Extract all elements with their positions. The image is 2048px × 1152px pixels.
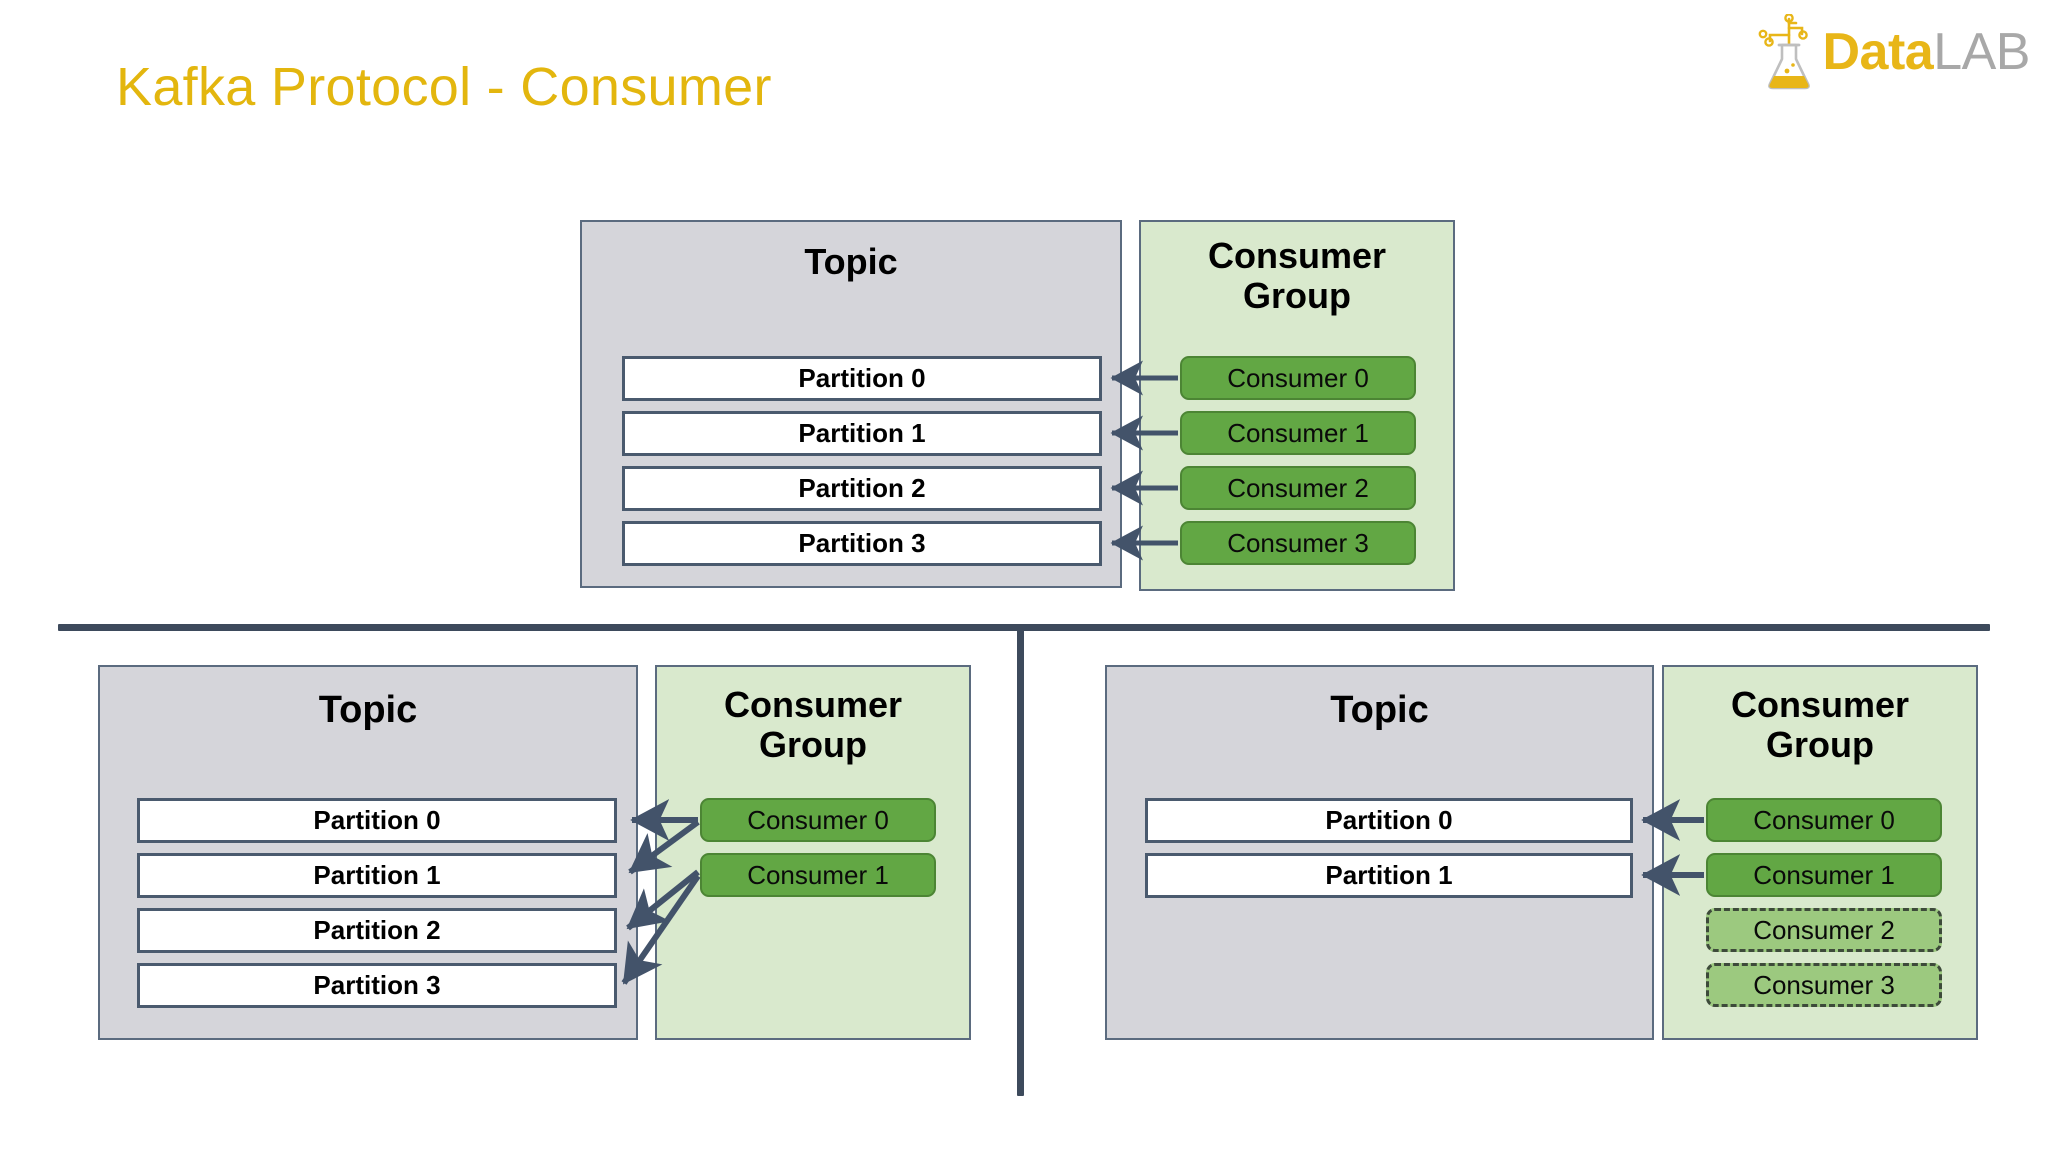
horizontal-divider <box>58 624 1990 631</box>
vertical-divider <box>1017 628 1024 1096</box>
consumer-1[interactable]: Consumer 1 <box>1180 411 1416 455</box>
consumer-group-title: Consumer Group <box>1664 684 1976 766</box>
consumer-0[interactable]: Consumer 0 <box>700 798 936 842</box>
logo-wordmark: DataLAB <box>1822 26 2030 78</box>
logo-lab-text: LAB <box>1933 23 2030 81</box>
topic-title: Topic <box>804 241 898 282</box>
consumer-group-title-line2: Group <box>1243 275 1351 317</box>
consumer-group-title-line1: Consumer <box>1730 684 1910 725</box>
consumer-group-title-line1: Consumer <box>1207 235 1387 276</box>
partition-1[interactable]: Partition 1 <box>1145 853 1633 898</box>
partition-0[interactable]: Partition 0 <box>622 356 1102 401</box>
topic-title: Topic <box>318 689 418 731</box>
consumer-group-title-line2: Group <box>759 724 867 766</box>
partition-2[interactable]: Partition 2 <box>622 466 1102 511</box>
consumer-0[interactable]: Consumer 0 <box>1180 356 1416 400</box>
partition-1[interactable]: Partition 1 <box>137 853 617 898</box>
consumer-0[interactable]: Consumer 0 <box>1706 798 1942 842</box>
partition-0[interactable]: Partition 0 <box>137 798 617 843</box>
datalab-logo: DataLAB <box>1758 14 2030 90</box>
flask-icon <box>1759 14 1811 90</box>
topic-box-bottom-right: Topic <box>1105 665 1654 1040</box>
consumer-1[interactable]: Consumer 1 <box>700 853 936 897</box>
partition-0[interactable]: Partition 0 <box>1145 798 1633 843</box>
page-title: Kafka Protocol - Consumer <box>116 57 772 117</box>
consumer-group-title-line2: Group <box>1766 724 1874 766</box>
consumer-2[interactable]: Consumer 2 <box>1706 908 1942 952</box>
partition-1[interactable]: Partition 1 <box>622 411 1102 456</box>
consumer-3[interactable]: Consumer 3 <box>1706 963 1942 1007</box>
consumer-3[interactable]: Consumer 3 <box>1180 521 1416 565</box>
partition-2[interactable]: Partition 2 <box>137 908 617 953</box>
consumer-group-title: Consumer Group <box>1141 235 1453 317</box>
logo-data-text: Data <box>1822 23 1934 81</box>
partition-3[interactable]: Partition 3 <box>622 521 1102 566</box>
consumer-2[interactable]: Consumer 2 <box>1180 466 1416 510</box>
consumer-group-title-line1: Consumer <box>723 684 903 725</box>
consumer-1[interactable]: Consumer 1 <box>1706 853 1942 897</box>
topic-title: Topic <box>1330 689 1429 731</box>
consumer-group-box-bottom-left: Consumer Group <box>655 665 971 1040</box>
consumer-group-title: Consumer Group <box>657 684 969 766</box>
partition-3[interactable]: Partition 3 <box>137 963 617 1008</box>
